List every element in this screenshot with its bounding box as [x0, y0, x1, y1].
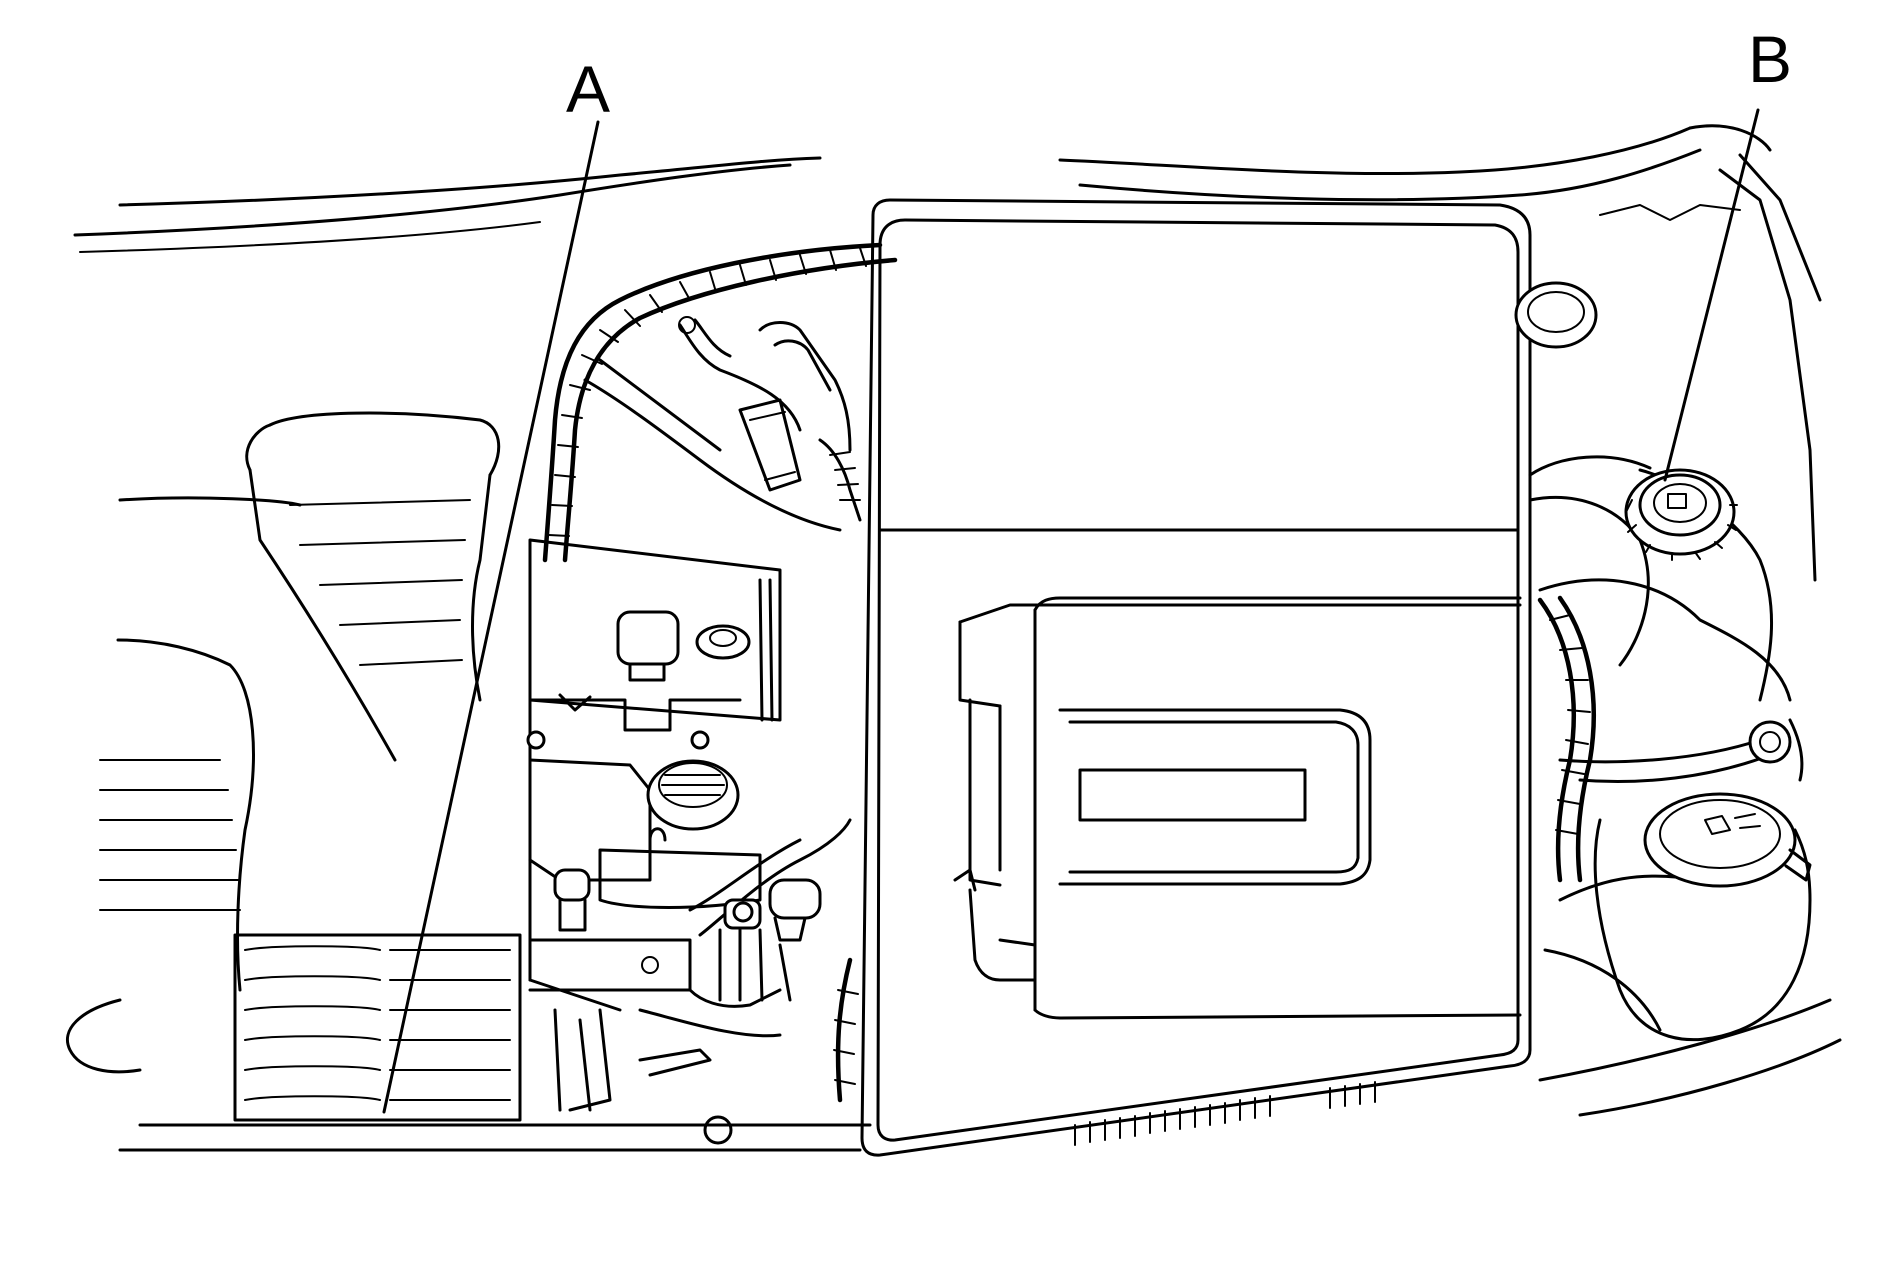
- underhood-fuse-block-cover: [860, 198, 1532, 1157]
- brake-master-cylinder-area: [526, 538, 852, 1112]
- upper-hoses: [583, 316, 862, 532]
- callout-leader-lines: [382, 108, 1760, 1114]
- callout-b-label: B: [1748, 22, 1792, 96]
- callout-a-label: A: [566, 52, 610, 126]
- lower-panel-lines: [118, 998, 1842, 1152]
- hood-edge-lines: [73, 124, 1822, 582]
- air-intake-duct: [66, 411, 501, 1074]
- radiator-pressure-cap: [1624, 468, 1738, 561]
- washer-fluid-cap: [1593, 792, 1812, 1042]
- coolant-reservoir: [1514, 281, 1804, 1032]
- wiring-harness: [542, 242, 1596, 1103]
- ribbed-hose: [233, 933, 522, 1122]
- callout-a-leader: [382, 120, 600, 1114]
- callout-b-leader: [1663, 108, 1760, 482]
